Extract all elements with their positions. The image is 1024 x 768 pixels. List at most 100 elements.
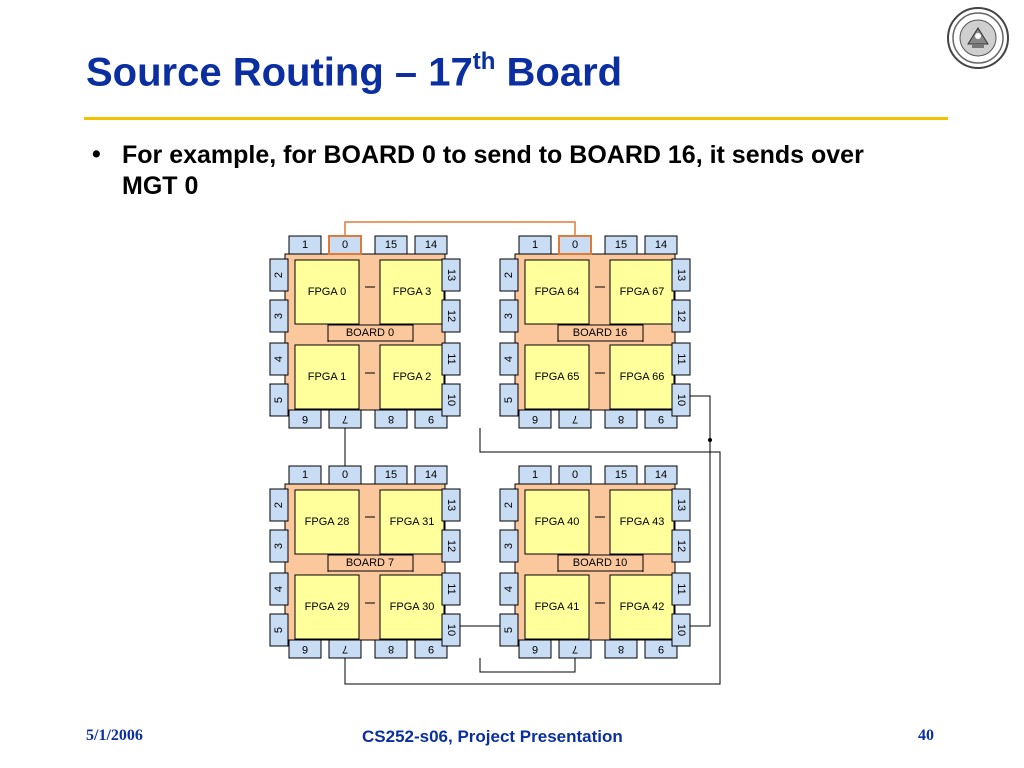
port-right bbox=[441, 258, 461, 292]
port-label: 5 bbox=[273, 397, 285, 403]
port-label: 3 bbox=[503, 543, 515, 549]
port-bottom bbox=[644, 639, 678, 659]
port-right bbox=[671, 488, 691, 522]
port-label: 1 bbox=[302, 239, 308, 251]
port-label: 2 bbox=[503, 272, 515, 278]
slide-title: Source Routing – 17th Board bbox=[86, 48, 622, 95]
port-bottom bbox=[328, 409, 362, 429]
port-top bbox=[604, 465, 638, 485]
slide-title-superscript: th bbox=[472, 48, 496, 75]
port-top bbox=[644, 465, 678, 485]
port-label: 0 bbox=[342, 469, 348, 481]
port-label: 1 bbox=[302, 469, 308, 481]
board-label-box bbox=[557, 554, 644, 572]
fpga-box bbox=[379, 489, 445, 555]
port-bottom bbox=[328, 639, 362, 659]
port-label: 4 bbox=[503, 586, 515, 592]
footer-date: 5/1/2006 bbox=[86, 727, 143, 744]
port-label: 10 bbox=[445, 624, 457, 636]
port-label: 15 bbox=[385, 469, 397, 481]
port-bottom bbox=[518, 639, 552, 659]
port-left bbox=[269, 299, 289, 333]
fpga-label: FPGA 66 bbox=[620, 371, 665, 383]
port-right bbox=[671, 342, 691, 376]
port-label: 12 bbox=[445, 540, 457, 552]
fpga-box bbox=[609, 259, 675, 325]
port-label: 10 bbox=[675, 394, 687, 406]
port-right bbox=[441, 488, 461, 522]
port-label: 8 bbox=[388, 413, 394, 425]
port-label: 8 bbox=[618, 413, 624, 425]
footer-course: CS252-s06, Project Presentation bbox=[362, 727, 623, 746]
port-label: 5 bbox=[273, 627, 285, 633]
fpga-label: FPGA 64 bbox=[535, 286, 580, 298]
port-label: 2 bbox=[273, 502, 285, 508]
port-label: 6 bbox=[532, 413, 538, 425]
wire-junction bbox=[708, 438, 712, 442]
fpga-box bbox=[524, 344, 590, 410]
board-label: BOARD 16 bbox=[573, 327, 627, 339]
port-bottom bbox=[558, 639, 592, 659]
port-label: 0 bbox=[572, 239, 578, 251]
port-top bbox=[328, 465, 362, 485]
port-bottom bbox=[414, 639, 448, 659]
port-label: 15 bbox=[385, 239, 397, 251]
port-label: 8 bbox=[388, 643, 394, 655]
port-label: 2 bbox=[273, 272, 285, 278]
port-label: 3 bbox=[503, 313, 515, 319]
port-label: 14 bbox=[425, 469, 437, 481]
title-underline bbox=[84, 117, 948, 120]
port-label: 12 bbox=[675, 310, 687, 322]
port-bottom bbox=[604, 409, 638, 429]
port-label: 2 bbox=[503, 502, 515, 508]
port-bottom bbox=[288, 639, 322, 659]
port-right bbox=[441, 529, 461, 563]
port-left bbox=[499, 488, 519, 522]
port-label: 5 bbox=[503, 627, 515, 633]
fpga-box bbox=[524, 574, 590, 640]
port-right bbox=[671, 529, 691, 563]
inter-board-wires bbox=[344, 221, 721, 685]
port-label: 4 bbox=[503, 356, 515, 362]
port-label: 9 bbox=[658, 643, 664, 655]
port-left bbox=[269, 258, 289, 292]
board-label: BOARD 10 bbox=[573, 557, 627, 569]
port-label: 8 bbox=[618, 643, 624, 655]
wire-board7-board10 bbox=[479, 658, 576, 673]
wire-board16-board10 bbox=[690, 395, 711, 627]
fpga-box bbox=[294, 259, 360, 325]
port-label: 7 bbox=[342, 413, 348, 425]
fpga-label: FPGA 40 bbox=[535, 516, 580, 528]
port-left bbox=[269, 613, 289, 647]
port-top bbox=[374, 465, 408, 485]
port-left bbox=[499, 299, 519, 333]
fpga-box bbox=[294, 344, 360, 410]
port-left bbox=[269, 383, 289, 417]
port-top bbox=[518, 465, 552, 485]
fpga-label: FPGA 67 bbox=[620, 286, 665, 298]
bullet-marker: • bbox=[92, 140, 101, 168]
fpga-label: FPGA 1 bbox=[308, 371, 347, 383]
port-label: 11 bbox=[675, 583, 687, 594]
port-right bbox=[671, 258, 691, 292]
fpga-box bbox=[294, 489, 360, 555]
board-label: BOARD 0 bbox=[346, 327, 394, 339]
port-right bbox=[441, 613, 461, 647]
fpga-box bbox=[524, 489, 590, 555]
port-left bbox=[499, 383, 519, 417]
port-left bbox=[499, 613, 519, 647]
port-top bbox=[558, 465, 592, 485]
port-label: 9 bbox=[658, 413, 664, 425]
slide-title-main: Source Routing – 17 bbox=[86, 50, 473, 95]
fpga-label: FPGA 29 bbox=[305, 601, 350, 613]
port-label: 12 bbox=[445, 310, 457, 322]
port-label: 0 bbox=[572, 469, 578, 481]
port-label: 6 bbox=[302, 643, 308, 655]
port-bottom bbox=[374, 639, 408, 659]
fpga-box bbox=[379, 344, 445, 410]
port-label: 0 bbox=[342, 239, 348, 251]
fpga-box bbox=[294, 574, 360, 640]
port-bottom bbox=[518, 409, 552, 429]
port-label: 12 bbox=[675, 540, 687, 552]
